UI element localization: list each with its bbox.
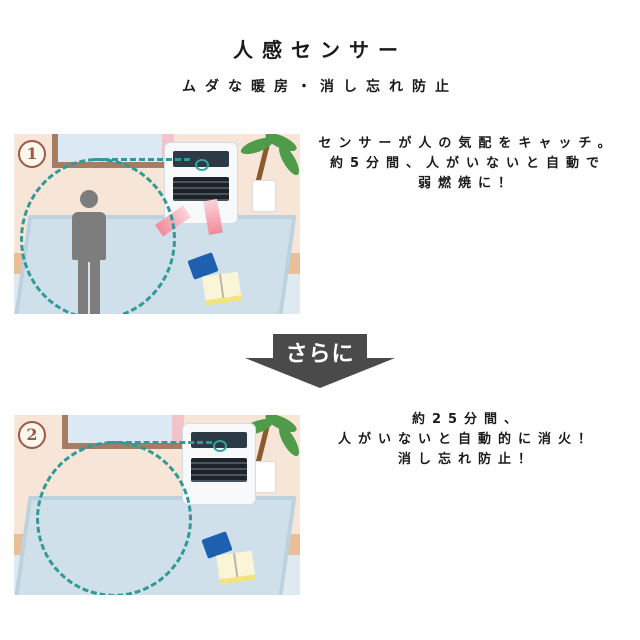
open-book-icon xyxy=(202,271,242,306)
illustration-step-2: 2 xyxy=(14,415,300,595)
heater-grill xyxy=(191,458,247,482)
page-title: 人感センサー xyxy=(233,38,407,62)
open-book-icon xyxy=(216,550,256,585)
page-subtitle: ムダな暖房・消し忘れ防止 xyxy=(182,79,458,95)
person-icon xyxy=(72,190,106,314)
sensor-icon xyxy=(195,159,209,171)
sensor-range-circle xyxy=(20,158,176,314)
step-1-description: センサーが人の気配をキャッチ。 約5分間、人がいないと自動で 弱燃焼に！ xyxy=(318,136,618,191)
arrow-body xyxy=(273,334,367,360)
step-2-description: 約25分間、 人がいないと自動的に消火！ 消し忘れ防止！ xyxy=(337,412,598,467)
heater-icon xyxy=(182,423,256,505)
plant-pot xyxy=(252,461,276,493)
connector-arrow: さらに xyxy=(245,334,395,390)
connector-label: さらに xyxy=(285,342,355,367)
sensor-range-line xyxy=(94,158,190,161)
plant-pot xyxy=(252,180,276,212)
step-number-badge: 2 xyxy=(18,421,46,449)
arrow-down-icon xyxy=(245,358,395,388)
curtain xyxy=(172,415,184,443)
sensor-range-line xyxy=(108,441,212,444)
illustration-step-1: 1 xyxy=(14,134,300,314)
sensor-icon xyxy=(213,440,227,452)
sensor-range-circle xyxy=(36,441,192,595)
heater-grill xyxy=(173,177,229,201)
step-number-badge: 1 xyxy=(18,140,46,168)
